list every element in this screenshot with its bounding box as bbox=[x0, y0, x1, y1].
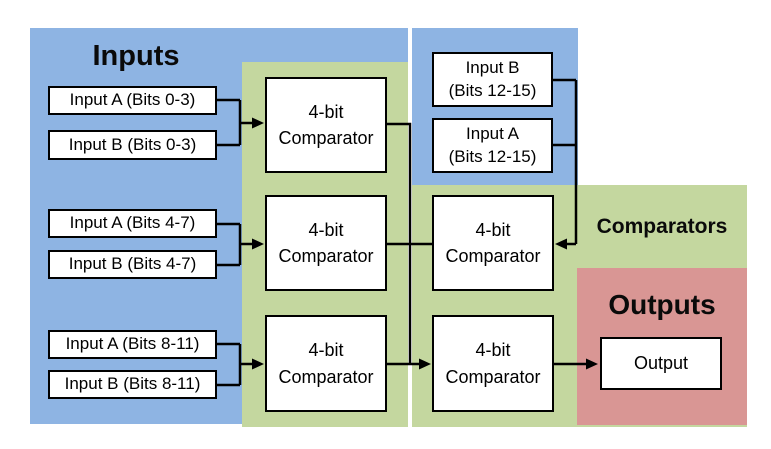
comparator-label-line2: Comparator bbox=[278, 366, 374, 387]
comparator-label-line2: Comparator bbox=[445, 246, 541, 266]
comparator-box-bits-0-3: 4-bit Comparator bbox=[265, 77, 387, 173]
input-box-label-line2: (Bits 12-15) bbox=[448, 146, 537, 166]
comparator-box-final: 4-bit Comparator bbox=[432, 315, 554, 412]
comparator-box-bits-4-7: 4-bit Comparator bbox=[265, 195, 387, 291]
input-box-a-4-7: Input A (Bits 4-7) bbox=[48, 209, 217, 238]
output-box-label: Output bbox=[633, 352, 689, 373]
comparator-label-line2: Comparator bbox=[278, 246, 374, 266]
outputs-title: Outputs bbox=[608, 289, 716, 320]
input-box-a-12-15: Input A (Bits 12-15) bbox=[432, 118, 553, 173]
comparator-label-line1: 4-bit bbox=[308, 101, 344, 122]
input-box-b-12-15: Input B (Bits 12-15) bbox=[432, 52, 553, 107]
input-box-label: Input A (Bits 8-11) bbox=[65, 334, 200, 354]
input-box-label: Input B (Bits 4-7) bbox=[68, 254, 197, 274]
comparator-label-line1: 4-bit bbox=[475, 340, 511, 361]
comparator-label-line1: 4-bit bbox=[308, 340, 344, 361]
input-box-a-8-11: Input A (Bits 8-11) bbox=[48, 330, 217, 359]
comparator-label-line1: 4-bit bbox=[475, 219, 511, 240]
input-box-b-4-7: Input B (Bits 4-7) bbox=[48, 250, 217, 279]
input-box-b-8-11: Input B (Bits 8-11) bbox=[48, 370, 217, 399]
comparators-title: Comparators bbox=[596, 215, 728, 238]
input-box-label: Input A (Bits 0-3) bbox=[69, 90, 196, 110]
input-box-label: Input A (Bits 4-7) bbox=[69, 213, 196, 233]
comparator-label-line1: 4-bit bbox=[308, 219, 344, 240]
input-box-label-line1: Input A bbox=[466, 124, 519, 144]
comparator-box-bits-12-15: 4-bit Comparator bbox=[432, 195, 554, 291]
input-box-label: Input B (Bits 0-3) bbox=[68, 134, 197, 154]
input-box-label-line1: Input B bbox=[465, 58, 520, 78]
input-box-label-line2: (Bits 12-15) bbox=[448, 80, 537, 100]
comparator-label-line2: Comparator bbox=[278, 128, 374, 148]
input-box-label: Input B (Bits 8-11) bbox=[64, 374, 201, 394]
inputs-title: Inputs bbox=[92, 40, 180, 72]
comparator-box-bits-8-11: 4-bit Comparator bbox=[265, 315, 387, 412]
comparator-label-line2: Comparator bbox=[445, 366, 541, 387]
input-box-b-0-3: Input B (Bits 0-3) bbox=[48, 130, 217, 160]
input-box-a-0-3: Input A (Bits 0-3) bbox=[48, 86, 217, 115]
output-box: Output bbox=[600, 337, 722, 390]
